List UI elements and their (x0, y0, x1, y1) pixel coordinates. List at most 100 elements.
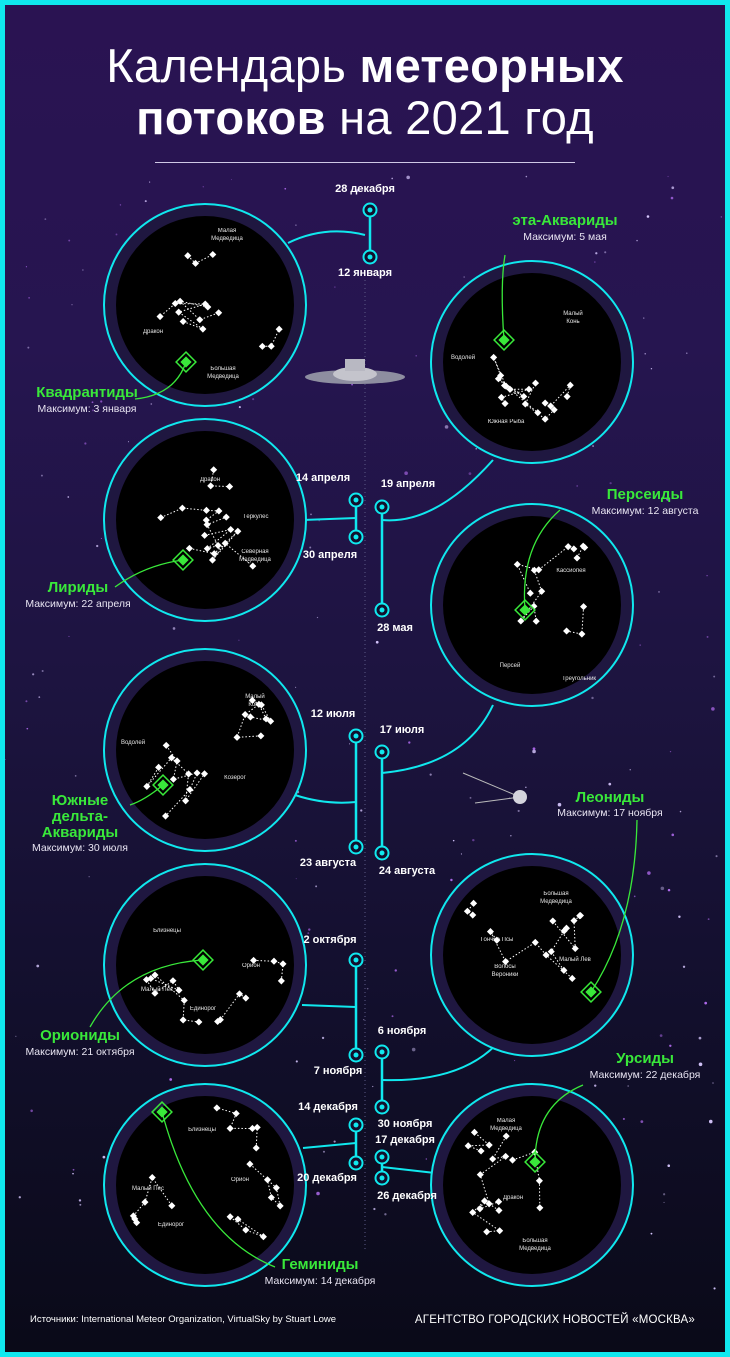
constellation-line (132, 1176, 173, 1223)
constellation-label: Малый Конь (563, 311, 583, 325)
constellation-star (209, 250, 217, 259)
background-star (669, 1044, 672, 1047)
background-star (309, 546, 312, 549)
background-star (636, 239, 638, 242)
timeline-connector (302, 517, 357, 521)
timeline-connector (294, 794, 357, 804)
date-label: 14 декабря (298, 1101, 358, 1113)
constellation-label: Южная Рыба (487, 419, 525, 425)
timeline-node-dot (379, 1175, 385, 1181)
background-star (36, 964, 40, 968)
background-star (95, 797, 99, 802)
constellation-star (502, 958, 510, 966)
constellation-label: Малый Пес (141, 987, 173, 993)
timeline-node-dot (353, 1122, 359, 1128)
background-star (230, 179, 232, 181)
radiant-icon (197, 954, 209, 966)
background-star (415, 355, 417, 357)
title-line-2: потоков на 2021 год (5, 91, 725, 145)
date-label: 7 ноября (313, 1065, 363, 1077)
constellation-star (541, 415, 549, 423)
constellation-star (469, 911, 477, 919)
constellation-label: Дракон (142, 329, 164, 335)
background-star (100, 400, 103, 403)
background-star (294, 839, 297, 842)
background-star (308, 928, 311, 931)
constellation-star (250, 956, 258, 964)
background-star (72, 1172, 74, 1175)
constellation-star (267, 342, 275, 350)
satellite-icon (513, 790, 527, 804)
constellation-label: Большая Медведица (207, 366, 239, 380)
constellation-star (578, 630, 586, 638)
constellation-label: Единорог (157, 1222, 185, 1228)
constellation-star (501, 381, 509, 390)
constellation-star (581, 543, 589, 552)
constellation-star (520, 392, 528, 401)
background-star (169, 1078, 173, 1081)
radiant-icon (585, 986, 597, 998)
constellation-star (249, 562, 257, 570)
constellation-label: Водолей (450, 355, 476, 361)
timeline-node-dot (379, 749, 385, 755)
radiant-pointer-line (534, 1084, 584, 1163)
constellation-label: Козерог (224, 775, 246, 781)
background-star (429, 773, 432, 776)
shower-max: Максимум: 21 октября (25, 1046, 135, 1058)
date-label: 6 ноября (377, 1025, 427, 1037)
background-star (144, 200, 147, 203)
background-star (667, 1164, 671, 1168)
background-star (356, 189, 359, 192)
date-label: 17 декабря (375, 1134, 435, 1146)
date-label: 23 августа (299, 857, 357, 869)
date-label: 12 января (337, 267, 393, 279)
radiant-pointer-line (501, 254, 506, 341)
background-star (91, 401, 94, 404)
background-star (375, 640, 379, 644)
timeline-node-dot (353, 497, 359, 503)
constellation-label: Водолей (120, 740, 146, 746)
background-star (40, 474, 43, 477)
radiant-icon (175, 351, 197, 373)
radiant-icon (524, 1151, 546, 1173)
constellation-star (547, 948, 555, 956)
radiant-icon (157, 779, 169, 791)
constellation-star (151, 971, 159, 979)
timeline-connector (381, 459, 494, 522)
background-star (706, 575, 708, 577)
background-star (666, 497, 670, 501)
shower-name: Леониды (575, 789, 645, 806)
background-star (713, 675, 716, 678)
constellation-star (517, 617, 525, 625)
background-star (115, 233, 118, 236)
background-star (663, 1201, 665, 1203)
background-star (647, 871, 651, 875)
constellation-star (277, 977, 285, 985)
constellation-label: Малый Пес (132, 1186, 164, 1192)
constellation-star (494, 375, 502, 383)
constellation-star (143, 782, 151, 790)
constellation-star (215, 309, 223, 317)
background-star (26, 727, 29, 730)
background-star (252, 398, 255, 401)
date-label: 2 октября (303, 934, 357, 946)
constellation-line (146, 757, 205, 802)
shower-max: Максимум: 30 июля (32, 842, 128, 854)
satellite-icon (462, 772, 521, 798)
background-star (119, 204, 122, 206)
shower-name: дельта- (52, 808, 108, 825)
background-star (658, 591, 660, 593)
background-star (150, 403, 153, 405)
constellation-star (169, 977, 177, 985)
background-star (172, 627, 176, 630)
constellation-star (185, 770, 193, 778)
constellation-star (201, 531, 209, 539)
constellation-label: Северная Медведица (239, 549, 271, 563)
agency-credit: АГЕНТСТВО ГОРОДСКИХ НОВОСТЕЙ «МОСКВА» (414, 1314, 695, 1326)
sources-text: Источники: International Meteor Organiza… (30, 1314, 337, 1325)
constellation-star (547, 402, 555, 410)
background-star (149, 181, 151, 183)
constellation-star (570, 545, 578, 553)
background-star (394, 969, 397, 972)
